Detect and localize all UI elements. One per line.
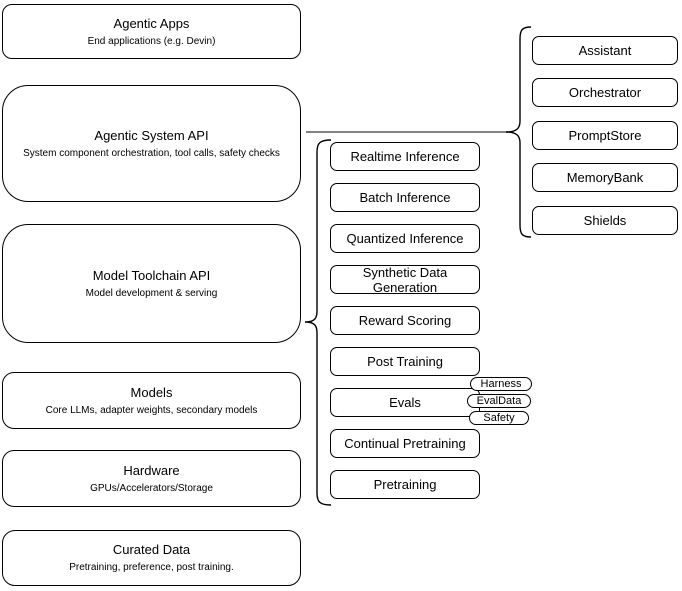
node-subtitle: System component orchestration, tool cal… [23,147,280,159]
tag-safety: Safety [469,411,529,425]
node-pretraining: Pretraining [330,470,480,499]
toolchain-components-brace [304,139,332,506]
node-models: Models Core LLMs, adapter weights, secon… [2,372,301,429]
tag-evaldata: EvalData [467,394,531,408]
tag-harness: Harness [470,377,532,391]
system-components-brace [505,26,532,238]
node-subtitle: End applications (e.g. Devin) [87,35,216,47]
node-agentic-system-api: Agentic System API System component orch… [2,85,301,202]
node-quantized-inference: Quantized Inference [330,224,480,253]
node-title: Model Toolchain API [92,267,211,283]
node-promptstore: PromptStore [532,121,678,150]
node-curated-data: Curated Data Pretraining, preference, po… [2,530,301,586]
node-subtitle: Pretraining, preference, post training. [69,562,234,573]
node-subtitle: GPUs/Accelerators/Storage [90,482,213,494]
node-title: Agentic Apps [113,15,190,31]
node-reward-scoring: Reward Scoring [330,306,480,335]
node-orchestrator: Orchestrator [532,78,678,107]
node-synthetic-data-generation: Synthetic Data Generation [330,265,480,295]
node-realtime-inference: Realtime Inference [330,142,480,171]
node-shields: Shields [532,206,678,235]
node-title: Hardware [123,462,180,478]
node-agentic-apps: Agentic Apps End applications (e.g. Devi… [2,4,301,59]
node-continual-pretraining: Continual Pretraining [330,429,480,458]
node-title: Curated Data [112,542,191,557]
node-batch-inference: Batch Inference [330,183,480,212]
node-subtitle: Core LLMs, adapter weights, secondary mo… [45,404,258,416]
node-subtitle: Model development & serving [85,287,218,299]
node-title: Models [130,384,173,400]
node-hardware: Hardware GPUs/Accelerators/Storage [2,450,301,507]
node-memorybank: MemoryBank [532,163,678,192]
node-title: Agentic System API [94,127,209,143]
node-evals: Evals [330,388,480,417]
node-post-training: Post Training [330,347,480,376]
node-assistant: Assistant [532,36,678,65]
node-model-toolchain-api: Model Toolchain API Model development & … [2,224,301,343]
